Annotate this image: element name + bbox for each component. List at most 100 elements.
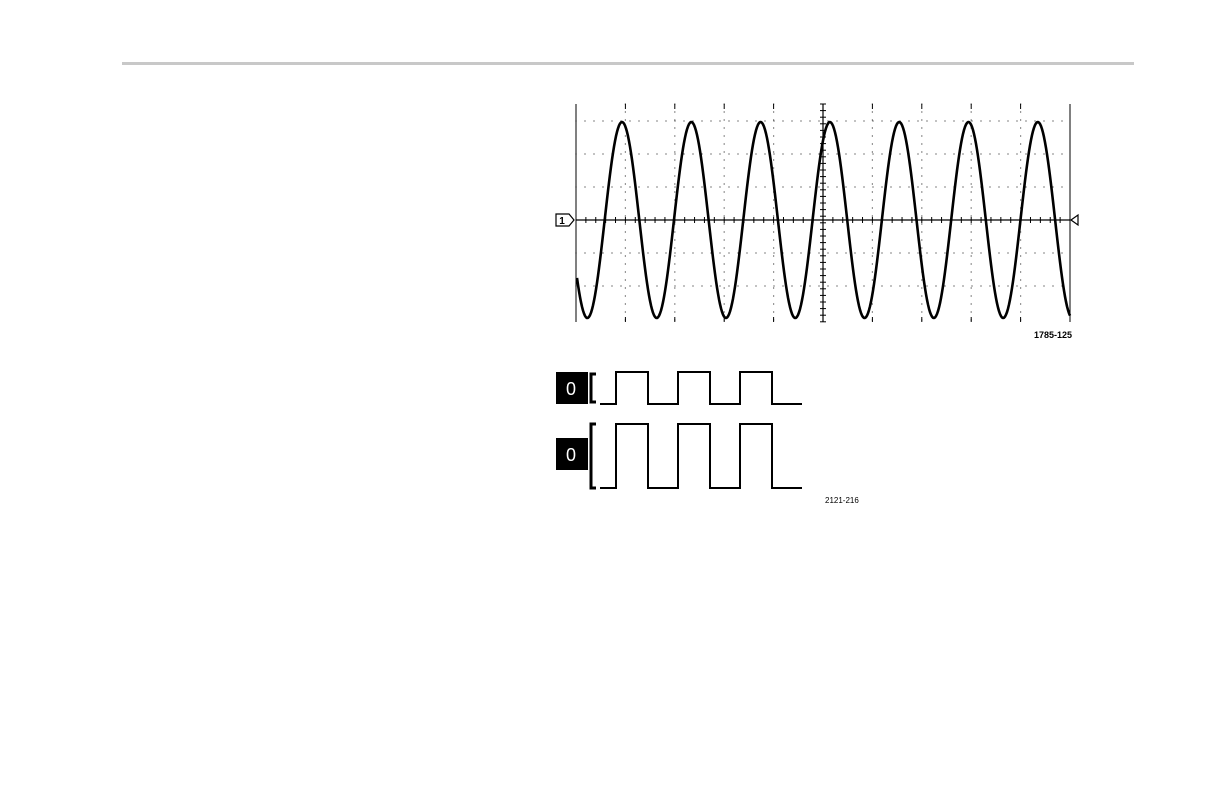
graticule-dot [818, 186, 819, 187]
graticule-dot [674, 285, 675, 286]
graticule-dot [971, 215, 972, 216]
graticule-dot [674, 239, 675, 240]
graticule-dot [1020, 151, 1021, 152]
height-bracket [591, 374, 596, 402]
graticule-dot [971, 191, 972, 192]
graticule-dot [638, 285, 639, 286]
graticule-dot [625, 183, 626, 184]
graticule-dot [625, 223, 626, 224]
graticule-dot [1016, 285, 1017, 286]
graticule-dot [719, 285, 720, 286]
graticule-dot [656, 252, 657, 253]
graticule-dot [584, 153, 585, 154]
graticule-dot [629, 252, 630, 253]
graticule-dot [728, 153, 729, 154]
graticule-dot [773, 199, 774, 200]
graticule-dot [724, 151, 725, 152]
graticule-dot [1020, 111, 1021, 112]
graticule-dot [746, 153, 747, 154]
graticule-dot [921, 279, 922, 280]
graticule-dot [773, 231, 774, 232]
graticule-dot [656, 153, 657, 154]
graticule-dot [593, 186, 594, 187]
graticule-dot [800, 285, 801, 286]
graticule-dot [701, 186, 702, 187]
channel-label: 0 [566, 445, 576, 465]
graticule-dot [899, 153, 900, 154]
graticule-dot [674, 186, 675, 187]
graticule-dot [602, 252, 603, 253]
graticule-dot [827, 153, 828, 154]
graticule-dot [1016, 153, 1017, 154]
graticule-dot [1043, 252, 1044, 253]
graticule-dot [935, 285, 936, 286]
graticule-dot [872, 191, 873, 192]
graticule-dot [665, 252, 666, 253]
graticule-dot [625, 303, 626, 304]
graticule-dot [782, 153, 783, 154]
channel-1-ground-marker: 1 [556, 214, 574, 227]
graticule-dot [1020, 255, 1021, 256]
graticule-dot [674, 120, 675, 121]
graticule-dot [773, 239, 774, 240]
graticule-dot [921, 295, 922, 296]
graticule-dot [971, 255, 972, 256]
graticule-dot [1020, 119, 1021, 120]
graticule-dot [935, 153, 936, 154]
graticule-dot [854, 153, 855, 154]
graticule-dot [1007, 186, 1008, 187]
graticule-dot [971, 247, 972, 248]
graticule-dot [773, 143, 774, 144]
graticule-dot [724, 127, 725, 128]
graticule-dot [917, 120, 918, 121]
graticule-dot [980, 153, 981, 154]
graticule-dot [836, 120, 837, 121]
graticule-dot [629, 120, 630, 121]
graticule-dot [724, 119, 725, 120]
graticule-dot [674, 287, 675, 288]
graticule-dot [611, 120, 612, 121]
graticule-dot [809, 285, 810, 286]
graticule-dot [935, 252, 936, 253]
graticule-dot [921, 311, 922, 312]
graticule-dot [872, 252, 873, 253]
graticule-dot [980, 120, 981, 121]
graticule-dot [921, 151, 922, 152]
graticule-dot [773, 120, 774, 121]
graticule-dot [611, 186, 612, 187]
graticule-dot [710, 120, 711, 121]
graticule-dot [926, 252, 927, 253]
graticule-dot [926, 285, 927, 286]
graticule-dot [971, 231, 972, 232]
graticule-dot [899, 252, 900, 253]
graticule-dot [971, 239, 972, 240]
graticule-dot [921, 287, 922, 288]
digital-square-waveform [600, 424, 802, 488]
graticule-dot [638, 120, 639, 121]
graticule-dot [881, 153, 882, 154]
graticule-dot [602, 285, 603, 286]
graticule-dot [674, 255, 675, 256]
graticule-dot [755, 252, 756, 253]
graticule-dot [683, 153, 684, 154]
graticule-dot [638, 153, 639, 154]
graticule-dot [971, 135, 972, 136]
graticule-dot [836, 252, 837, 253]
graticule-dot [674, 252, 675, 253]
graticule-dot [674, 191, 675, 192]
graticule-dot [1025, 252, 1026, 253]
digital-channel-0-small: 0 [556, 372, 802, 404]
graticule-dot [625, 199, 626, 200]
graticule-dot [872, 247, 873, 248]
graticule-dot [845, 252, 846, 253]
graticule-dot [1034, 285, 1035, 286]
graticule-dot [638, 252, 639, 253]
graticule-dot [773, 111, 774, 112]
graticule-dot [872, 153, 873, 154]
graticule-dot [890, 285, 891, 286]
graticule-dot [1007, 153, 1008, 154]
graticule-dot [917, 252, 918, 253]
graticule-dot [971, 295, 972, 296]
graticule-dot [791, 153, 792, 154]
graticule-dot [625, 295, 626, 296]
